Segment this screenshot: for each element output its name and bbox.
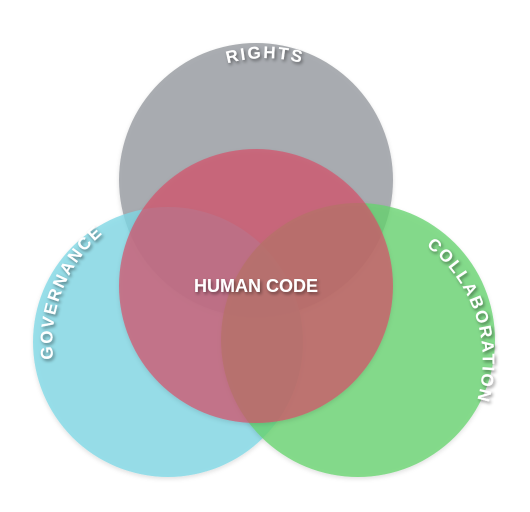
human-code-label: HUMAN CODE xyxy=(194,276,318,296)
human-code-circle xyxy=(119,149,393,423)
